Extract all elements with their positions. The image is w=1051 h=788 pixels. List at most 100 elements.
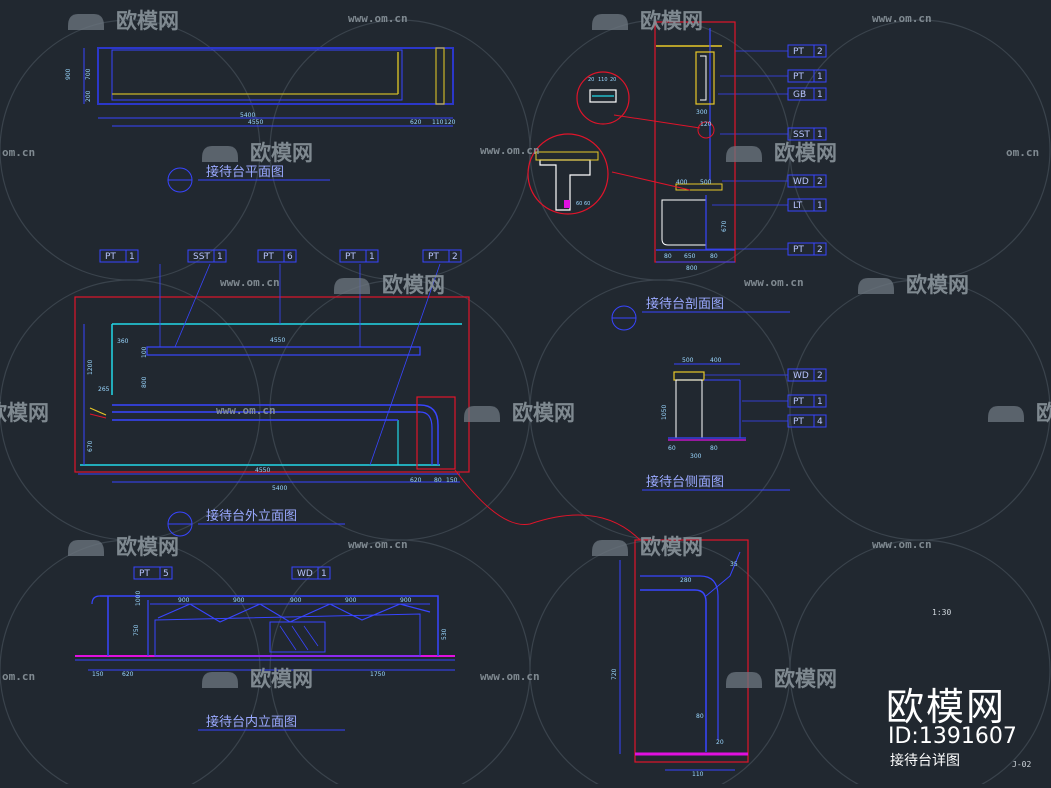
- svg-text:LT: LT: [793, 201, 803, 211]
- outer-dim-620: 620: [410, 477, 422, 484]
- outer-dim-4550-top: 4550: [270, 337, 285, 344]
- watermark-url-7: www.om.cn: [348, 538, 408, 551]
- outer-material-tag-2: SST 1: [187, 249, 227, 263]
- section-material-tag-3: GB 1: [718, 87, 827, 101]
- section-detail-dim-a: 20: [588, 77, 594, 83]
- svg-text:2: 2: [817, 371, 823, 381]
- svg-text:GB: GB: [793, 90, 806, 100]
- plan-dim-200: 200: [85, 90, 92, 102]
- watermark-brand-11: 欧模网: [592, 535, 703, 559]
- svg-text:欧模网: 欧模网: [382, 273, 445, 297]
- node-dim-720: 720: [611, 668, 618, 680]
- svg-text:2: 2: [817, 47, 823, 57]
- svg-text:PT: PT: [793, 397, 804, 407]
- scale-note: 1:30: [932, 608, 952, 617]
- section-dim-400: 400: [676, 179, 688, 186]
- section-dim-120: 120: [700, 121, 712, 128]
- plan-dim-120: 120: [444, 119, 456, 126]
- svg-text:欧模网: 欧模网: [774, 141, 837, 165]
- outer-dim-360: 360: [117, 338, 129, 345]
- plan-dim-main: 4550: [248, 119, 263, 126]
- watermark-url-3: www.om.cn: [480, 144, 540, 157]
- section-dim-80-a: 80: [664, 253, 672, 260]
- plan-title: 接待台平面图: [206, 164, 284, 180]
- node-dim-35: 35: [730, 561, 738, 568]
- svg-text:5: 5: [163, 569, 169, 579]
- watermark-url-6: www.om.cn: [216, 404, 276, 417]
- section-dim-80-b: 80: [710, 253, 718, 260]
- svg-text:2: 2: [452, 252, 458, 262]
- inner-dim-530: 530: [441, 628, 448, 640]
- svg-text:欧模网: 欧模网: [250, 667, 313, 691]
- section-material-tag-1: PT 2: [735, 44, 827, 58]
- inner-dim-750: 750: [133, 624, 140, 636]
- svg-text:PT: PT: [793, 47, 804, 57]
- section-detail-dim-e: 60: [584, 201, 590, 207]
- svg-text:SST: SST: [193, 252, 210, 262]
- section-dim-650: 650: [684, 253, 696, 260]
- svg-text:1: 1: [817, 201, 823, 211]
- node-dim-110: 110: [692, 771, 704, 778]
- corner-title: 接待台详图: [890, 753, 960, 769]
- plan-view: 5400 4550 620 110 120 900 700 200 接待台平面图: [65, 47, 456, 193]
- watermark-brand-8: 欧模网: [464, 401, 575, 425]
- watermark-url-8: www.om.cn: [872, 538, 932, 551]
- svg-text:SST: SST: [793, 130, 810, 140]
- svg-text:欧模网: 欧模网: [640, 9, 703, 33]
- inner-dim-900-e: 900: [400, 597, 412, 604]
- svg-text:PT: PT: [139, 569, 150, 579]
- inner-dim-900-a: 900: [178, 597, 190, 604]
- section-dim-800: 800: [686, 265, 698, 272]
- svg-text:1: 1: [321, 569, 327, 579]
- plan-dim-total: 5400: [240, 112, 255, 119]
- svg-text:欧模网: 欧模网: [250, 141, 313, 165]
- outer-dim-total: 5400: [272, 485, 287, 492]
- watermark-brand-7: 欧模网: [0, 401, 49, 425]
- svg-text:PT: PT: [793, 72, 804, 82]
- outer-elevation-title: 接待台外立面图: [206, 508, 297, 524]
- section-title: 接待台剖面图: [646, 296, 724, 312]
- watermark-url-4: www.om.cn: [220, 276, 280, 289]
- plan-dim-110: 110: [432, 119, 444, 126]
- inner-dim-900-b: 900: [233, 597, 245, 604]
- watermark-brand-12: 欧模网: [202, 667, 313, 691]
- section-detail-bubble-1: [576, 71, 630, 125]
- watermark-url-5: www.om.cn: [744, 276, 804, 289]
- svg-text:2: 2: [817, 245, 823, 255]
- svg-text:WD: WD: [297, 569, 313, 579]
- svg-text:1: 1: [817, 90, 823, 100]
- inner-material-tag-1: PT 5: [133, 566, 173, 580]
- svg-text:1: 1: [217, 252, 223, 262]
- svg-text:欧模网: 欧模网: [116, 535, 179, 559]
- plan-dim-620: 620: [410, 119, 422, 126]
- inner-dim-1750: 1750: [370, 671, 385, 678]
- side-dim-1050: 1050: [661, 405, 668, 420]
- outer-dim-80: 80: [434, 477, 442, 484]
- svg-text:欧模网: 欧模网: [1036, 401, 1051, 425]
- inner-dim-150: 150: [92, 671, 104, 678]
- svg-text:PT: PT: [263, 252, 274, 262]
- inner-dim-900-c: 900: [290, 597, 302, 604]
- watermark-url-partial-1: om.cn: [2, 146, 35, 159]
- svg-text:欧模网: 欧模网: [116, 9, 179, 33]
- watermark-url-partial-3: om.cn: [2, 670, 35, 683]
- svg-text:欧模网: 欧模网: [640, 535, 703, 559]
- watermark-brand-4: 欧模网: [726, 141, 837, 165]
- watermark-url-partial-2: om.cn: [1006, 146, 1039, 159]
- node-detail-view: 280 720 80 110 20 35: [611, 539, 749, 778]
- watermark-url-9: www.om.cn: [480, 670, 540, 683]
- sheet-number: J-02: [1012, 760, 1032, 769]
- outer-dim-150: 150: [446, 477, 458, 484]
- node-dim-280: 280: [680, 577, 692, 584]
- section-detail-bubble-2: [527, 133, 609, 215]
- section-dim-670: 670: [721, 220, 728, 232]
- svg-text:PT: PT: [793, 417, 804, 427]
- section-detail-dim-d: 60: [576, 201, 582, 207]
- svg-text:1: 1: [129, 252, 135, 262]
